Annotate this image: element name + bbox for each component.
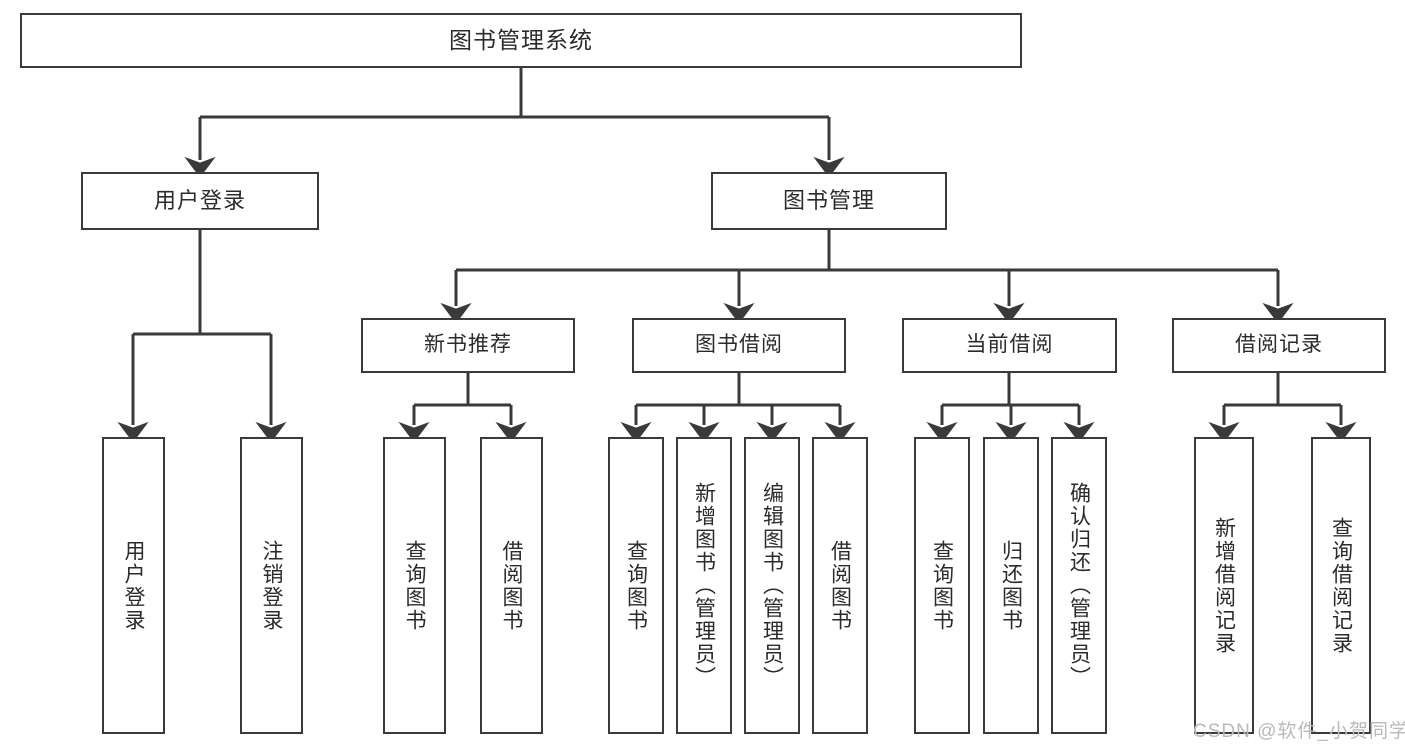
leaf-query-book-1[interactable]: 查询图书 <box>383 437 446 734</box>
leaf-user-login-label: 用户登录 <box>122 539 145 632</box>
node-new-book-recommend-label: 新书推荐 <box>424 333 512 357</box>
leaf-query-book-2-label: 查询图书 <box>624 539 648 632</box>
node-book-borrow[interactable]: 图书借阅 <box>632 318 846 373</box>
leaf-add-book-label: 新增图书（管理员） <box>692 482 716 689</box>
leaf-return-book[interactable]: 归还图书 <box>983 437 1039 734</box>
leaf-confirm-return-label: 确认归还（管理员） <box>1067 482 1091 689</box>
leaf-borrow-book-1[interactable]: 借阅图书 <box>480 437 543 734</box>
node-book-borrow-label: 图书借阅 <box>695 333 783 357</box>
leaf-confirm-return[interactable]: 确认归还（管理员） <box>1051 437 1107 734</box>
node-borrow-record[interactable]: 借阅记录 <box>1172 318 1386 373</box>
node-root-label: 图书管理系统 <box>449 26 593 53</box>
leaf-query-borrow-record[interactable]: 查询借阅记录 <box>1311 437 1371 734</box>
node-current-borrow[interactable]: 当前借阅 <box>902 318 1117 373</box>
leaf-edit-book[interactable]: 编辑图书（管理员） <box>744 437 800 734</box>
node-borrow-record-label: 借阅记录 <box>1235 333 1323 357</box>
leaf-borrow-book-2-label: 借阅图书 <box>828 539 852 632</box>
node-current-borrow-label: 当前借阅 <box>965 333 1054 357</box>
leaf-add-book[interactable]: 新增图书（管理员） <box>676 437 732 734</box>
leaf-query-borrow-record-label: 查询借阅记录 <box>1329 516 1353 655</box>
leaf-add-borrow-record-label: 新增借阅记录 <box>1212 516 1236 655</box>
leaf-logout-login[interactable]: 注销登录 <box>240 437 303 734</box>
leaf-user-login[interactable]: 用户登录 <box>102 437 165 734</box>
leaf-return-book-label: 归还图书 <box>999 539 1023 632</box>
node-user-login[interactable]: 用户登录 <box>81 172 319 230</box>
leaf-edit-book-label: 编辑图书（管理员） <box>760 482 784 689</box>
leaf-add-borrow-record[interactable]: 新增借阅记录 <box>1194 437 1254 734</box>
node-root[interactable]: 图书管理系统 <box>20 13 1022 68</box>
leaf-borrow-book-1-label: 借阅图书 <box>500 539 523 632</box>
node-new-book-recommend[interactable]: 新书推荐 <box>361 318 575 373</box>
leaf-query-book-3[interactable]: 查询图书 <box>914 437 970 734</box>
node-book-management[interactable]: 图书管理 <box>711 172 947 230</box>
leaf-query-book-1-label: 查询图书 <box>403 539 426 632</box>
leaf-query-book-3-label: 查询图书 <box>930 539 954 632</box>
leaf-query-book-2[interactable]: 查询图书 <box>608 437 664 734</box>
leaf-logout-login-label: 注销登录 <box>260 539 283 632</box>
node-user-login-label: 用户登录 <box>153 188 246 214</box>
leaf-borrow-book-2[interactable]: 借阅图书 <box>812 437 868 734</box>
node-book-management-label: 图书管理 <box>782 188 875 214</box>
